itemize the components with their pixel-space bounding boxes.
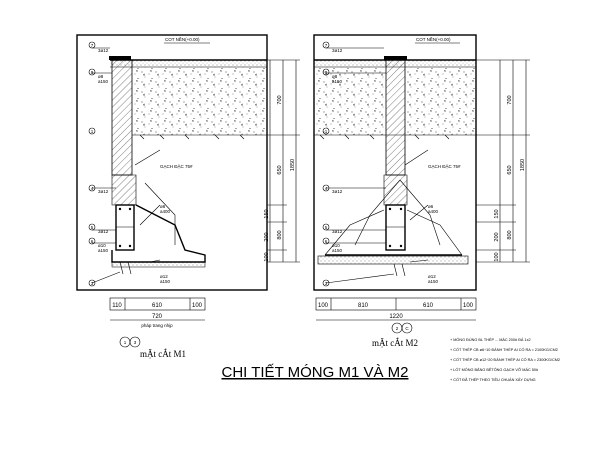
m1-label-s8: ø12 <box>160 274 168 279</box>
m1-callout-6: 6 <box>91 239 94 244</box>
m2-fill-soil-left <box>314 67 386 135</box>
note-1: + CỐT THÉP CB ø6÷10 ĐÁNH THÉP AI CÓ RA =… <box>450 347 558 352</box>
m1-label-s3: a150 <box>98 79 109 84</box>
m2-grid-2: 2 <box>396 326 399 331</box>
m2-label-s7: a150 <box>332 248 343 253</box>
note-4: + CỐT ĐÃ THÉP THEO TIÊU CHUẨN XÂY DỰNG <box>450 377 536 382</box>
m1-label-s2: ø8 <box>98 74 104 79</box>
m2-lean-concrete <box>317 255 469 265</box>
m1-vdim-1: 650 <box>277 165 283 174</box>
m2-dim-0: 100 <box>318 303 329 309</box>
m2-vdim-6: 800 <box>507 230 513 239</box>
m2-callout-8: 8 <box>325 70 328 75</box>
m1-label-s4: ø6 <box>160 204 166 209</box>
m1-vdim-3: 150 <box>264 209 270 218</box>
m1-beam <box>115 204 135 251</box>
m1-wall-cap <box>109 56 131 60</box>
m1-callout-5: 5 <box>91 225 94 230</box>
m2-vdim-5: 100 <box>494 252 500 261</box>
m1-vdim-5: 100 <box>264 252 270 261</box>
m2-fill-soil-right <box>405 67 476 135</box>
m1-fill-soil <box>132 67 267 135</box>
m2-vdim-4: 200 <box>494 232 500 241</box>
m2-label-s4: ø6 <box>428 204 434 209</box>
m1-callout-1: 1 <box>91 129 94 134</box>
m2-dim-3: 100 <box>463 303 474 309</box>
m1-frame <box>76 34 268 291</box>
note-3: + LÓT MÓNG BẰNG BÊTÔNG GẠCH VỠ MÁC 50# <box>450 367 539 372</box>
m2-grid-c: C <box>405 326 409 331</box>
m1-vdim-4: 200 <box>264 232 270 241</box>
m1-callout-8: 8 <box>91 70 94 75</box>
m2-label-s6: ø10 <box>332 243 340 248</box>
m2-label-s1: 3ø12 <box>332 48 343 53</box>
m1-top-level: COT NỀN(+0.00) <box>165 36 200 42</box>
m1-total-width: 720 <box>152 314 163 320</box>
m2-callout-7: 7 <box>325 43 328 48</box>
m2-label-s10: 3ø12 <box>332 189 343 194</box>
note-0: + MÓNG ĐÚNG BL THÉP ... MÁC 200# ĐÁ 1x2 <box>450 337 531 342</box>
m1-vdim-6: 800 <box>277 230 283 239</box>
m2-total-width: 1220 <box>389 314 403 320</box>
m1-section-label: mẶt cẮt M1 <box>140 349 186 359</box>
m2-label-s2: ø8 <box>332 74 338 79</box>
drawing-title: CHI TIẾT MÓNG M1 VÀ M2 <box>222 364 409 381</box>
m2-dim-1: 810 <box>358 303 369 309</box>
m2-section-label: mẶt cẮt M2 <box>372 338 418 348</box>
m2-label-s8: ø12 <box>428 274 436 279</box>
m1-label-s5: a400 <box>160 209 171 214</box>
m1-dim-1: 610 <box>152 303 163 309</box>
m2-callout-4: 4 <box>325 186 328 191</box>
m1-dim-0: 110 <box>112 303 122 309</box>
m1-dim-2: 100 <box>192 303 203 309</box>
m1-grid-3: 3 <box>134 340 137 345</box>
m2-wall-cap <box>384 56 407 60</box>
m2-label-s3: a150 <box>332 79 343 84</box>
m1-label-s11: 3ø12 <box>98 229 109 234</box>
m1-callout-3: 3 <box>91 281 94 286</box>
m1-callout-7: 7 <box>91 43 94 48</box>
m1-label-s9: a150 <box>160 279 171 284</box>
m1-callout-4: 4 <box>91 186 94 191</box>
m2-callout-6: 6 <box>325 239 328 244</box>
m2-vdim-3: 150 <box>494 209 500 218</box>
m2-beam <box>385 204 406 251</box>
m2-callout-5: 5 <box>325 225 328 230</box>
m1-brick-label: GẠCH ĐẶC 75# <box>160 163 193 169</box>
m1-wall <box>111 59 133 176</box>
section-m1 <box>76 34 300 348</box>
m1-vdim-2: 1850 <box>290 159 296 171</box>
m2-dim-2: 610 <box>423 303 434 309</box>
m1-vdim-0: 700 <box>277 95 283 104</box>
m2-brick-label: GẠCH ĐẶC 75# <box>428 163 461 169</box>
m2-label-s11: 3ø12 <box>332 229 343 234</box>
m2-top-level: COT NỀN(+0.00) <box>416 36 451 42</box>
m2-vdim-2: 1850 <box>520 159 526 171</box>
m1-label-s10: 3ø12 <box>98 189 109 194</box>
m1-label-s1: 3ø12 <box>98 48 109 53</box>
m1-label-s6: ø10 <box>98 243 106 248</box>
m2-label-s5: a400 <box>428 209 439 214</box>
m2-label-s9: a150 <box>428 279 439 284</box>
m2-callout-3: 3 <box>325 281 328 286</box>
m1-footing <box>111 204 206 263</box>
note-2: + CỐT THÉP CB ø12÷20 ĐÁNH THÉP AI CÓ RA … <box>450 357 560 362</box>
m2-callout-1: 1 <box>325 129 328 134</box>
m2-frame <box>313 34 477 291</box>
m2-vdim-0: 700 <box>507 95 513 104</box>
m1-label-s7: a150 <box>98 248 109 253</box>
m2-wall <box>385 59 406 176</box>
m1-topsoil <box>110 60 267 67</box>
section-m2 <box>313 34 530 334</box>
m2-footing-slopes <box>324 209 463 256</box>
m1-total-note: pháp trang nhịp <box>141 323 173 328</box>
m2-vdim-1: 650 <box>507 165 513 174</box>
m1-grid-1: 1 <box>124 340 127 345</box>
